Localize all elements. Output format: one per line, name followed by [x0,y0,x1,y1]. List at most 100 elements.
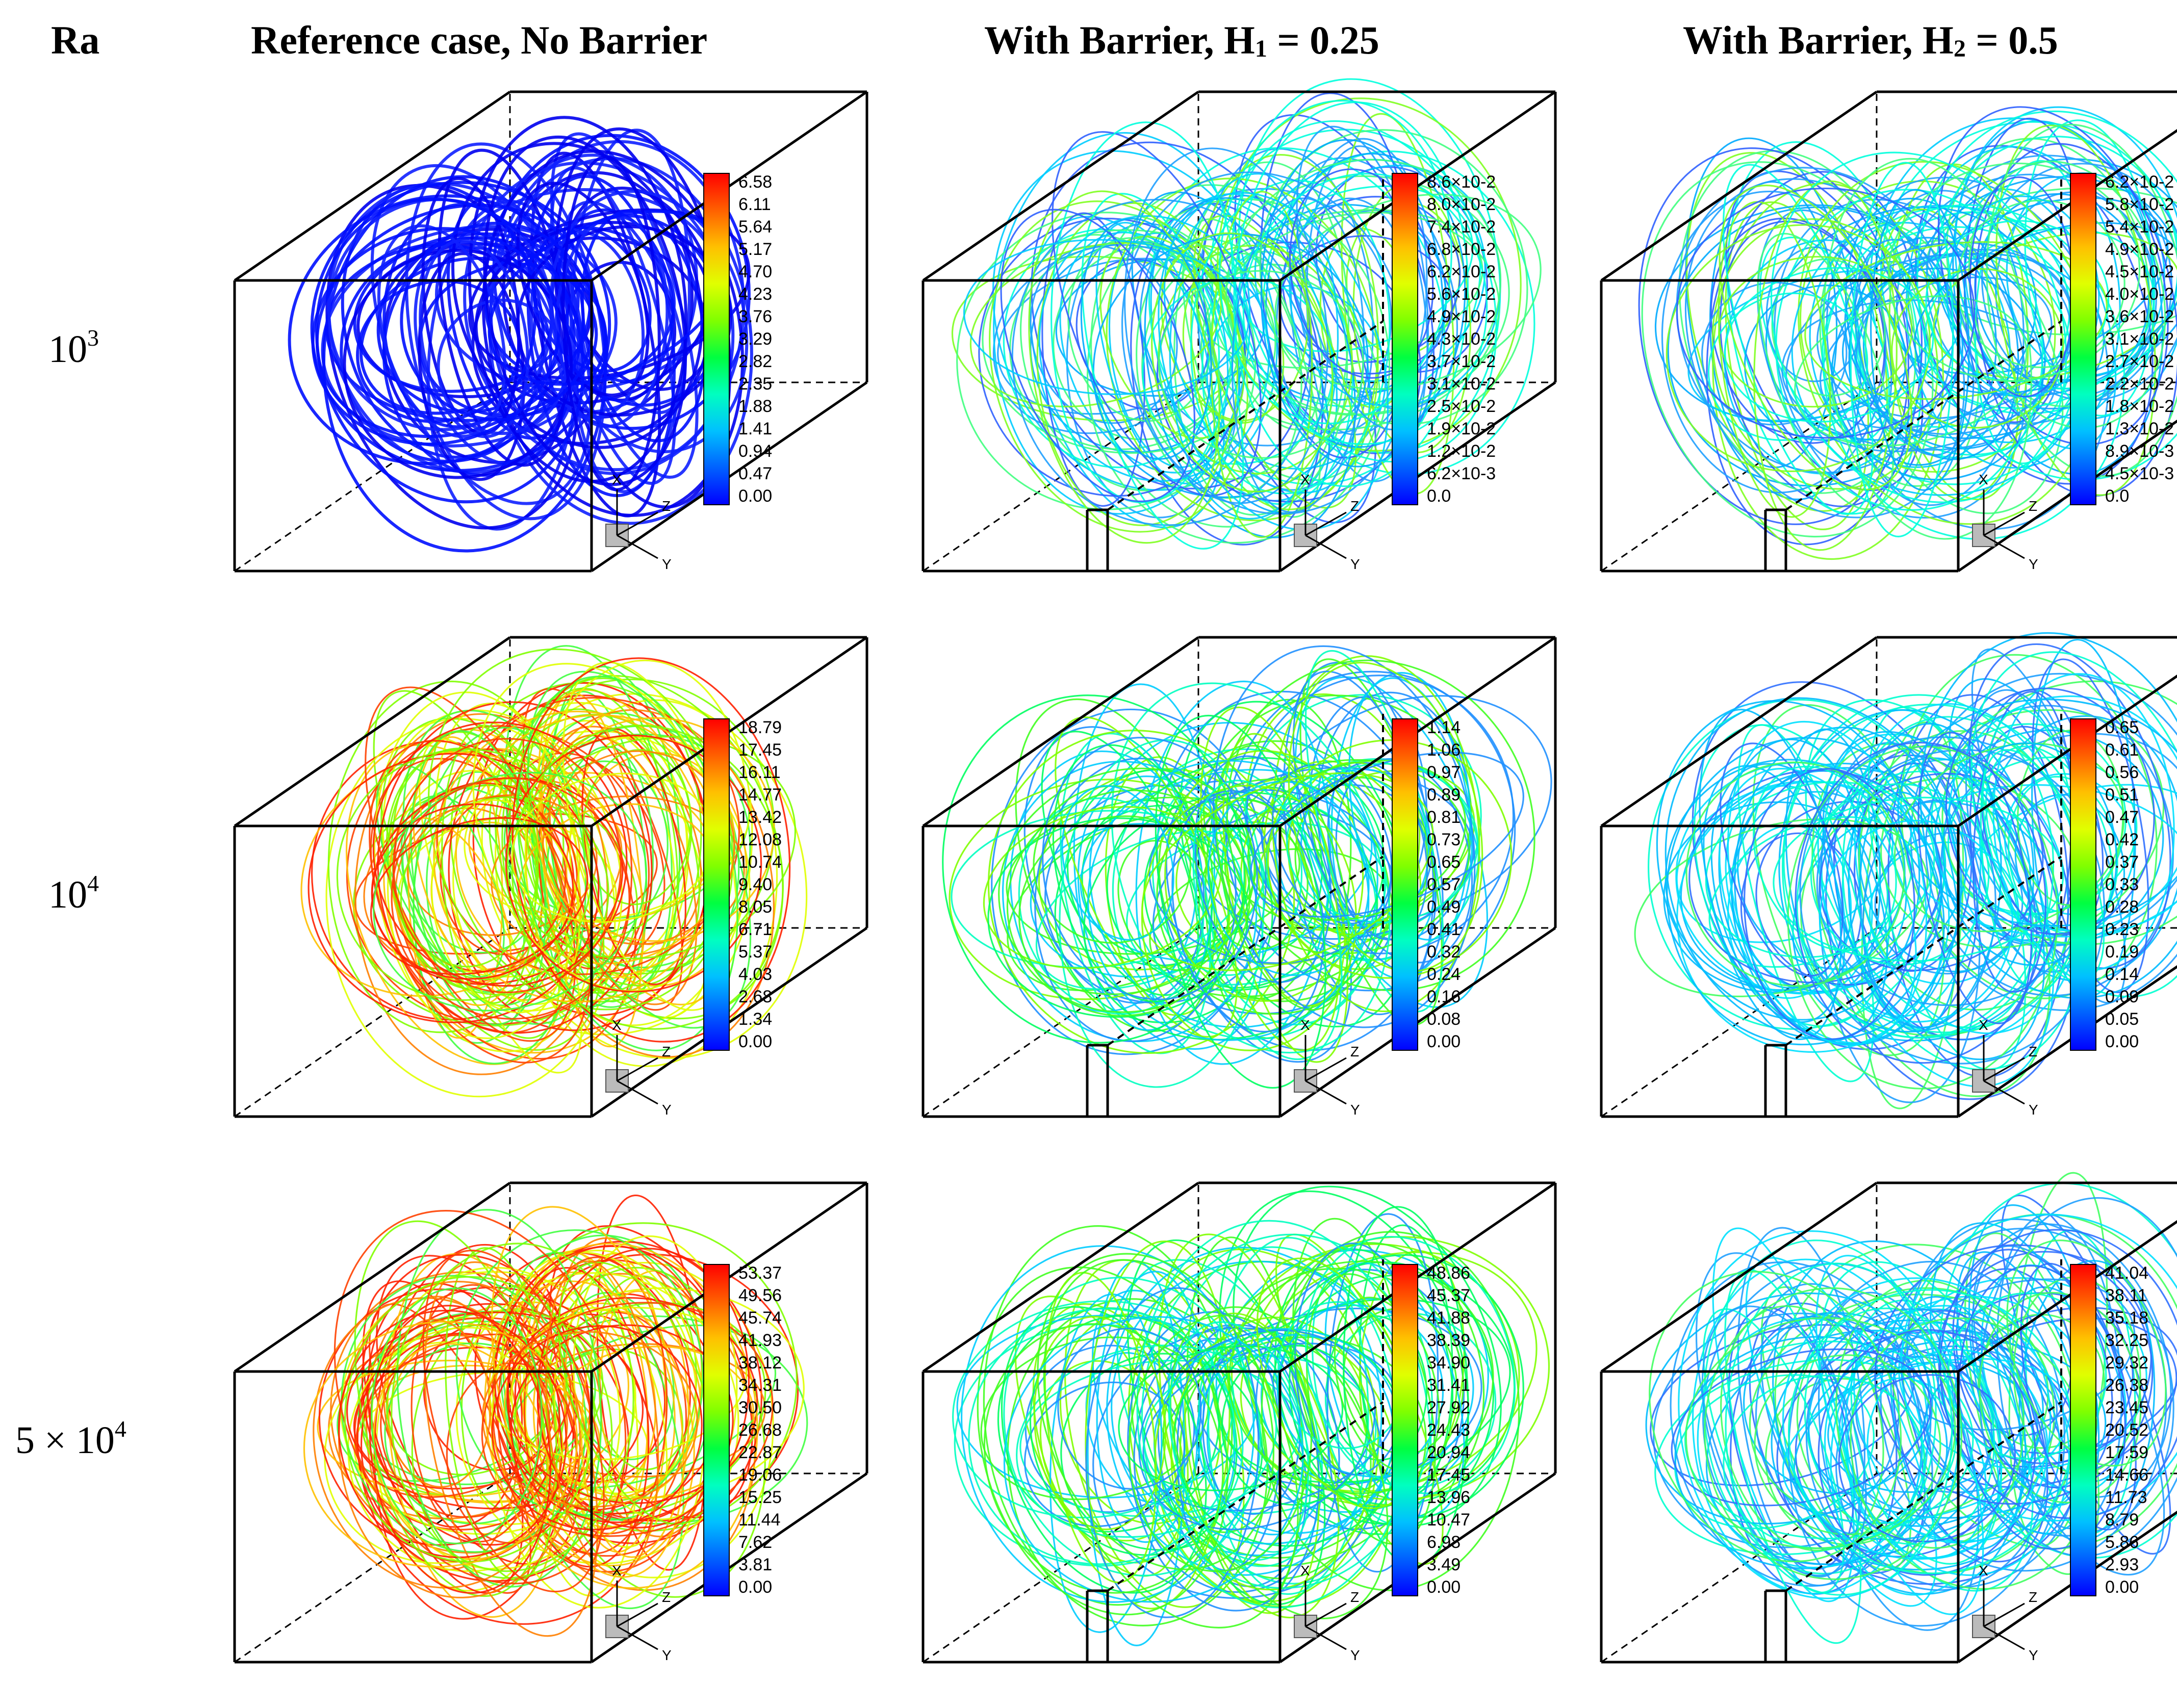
colorbar-tick-label: 12.08 [738,830,782,849]
colorbar-tick-label: 17.59 [2105,1443,2149,1462]
colorbar-tick-label: 0.00 [1427,1577,1461,1597]
ra-label-row2: 104 [48,870,99,916]
axis-label-x: X [1300,1017,1310,1033]
colorbar-tick-label: 3.76 [738,307,773,326]
axis-label-x: X [612,1017,622,1033]
colorbar-tick-label: 7.4×10-2 [1427,217,1496,237]
colorbar-tick-label: 0.37 [2105,852,2139,872]
colorbar-tick-label: 0.00 [738,1577,773,1597]
colorbar-tick-label: 6.2×10-3 [1427,464,1496,483]
axis-label-y: Y [662,556,672,572]
barrier-plate [1764,714,2062,1117]
cube-edges [233,1181,868,1664]
axis-label-y: Y [662,1102,672,1118]
ra-label-row1: 103 [48,325,99,371]
axis-label-z: Z [662,498,671,514]
axis-label-x: X [612,472,622,487]
colorbar-tick-label: 23.45 [2105,1398,2149,1417]
streamlines [1645,1172,2177,1644]
colorbar-tick-label: 0.16 [1427,987,1461,1006]
streamline-plot: XZY [1600,90,2177,573]
axis-label-z: Z [1350,498,1359,514]
colorbar-tick-label: 16.11 [738,763,781,782]
axis-label-x: X [612,1563,622,1578]
colorbar-tick-label: 0.0 [2105,486,2130,506]
colorbar-tick-label: 0.08 [1427,1010,1461,1029]
cube-hidden-edges [234,637,867,1118]
axis-triad: XZY [1972,1017,2038,1118]
colorbar-tick-label: 11.44 [738,1510,781,1530]
colorbar-tick-label: 7.62 [738,1533,773,1552]
colorbar-tick-label: 17.45 [1427,1465,1471,1485]
colorbar-tick-label: 2.5×10-2 [1427,397,1496,416]
colorbar-tick-label: 30.50 [738,1398,782,1417]
colorbar-tick-label: 10.74 [738,852,782,872]
colorbar [703,718,730,1051]
colorbar-tick-label: 27.92 [1427,1398,1471,1417]
colorbar-tick-label: 3.1×10-2 [1427,374,1496,394]
colorbar-tick-label: 0.41 [1427,920,1461,939]
colorbar-tick-label: 1.2×10-2 [1427,442,1496,461]
colorbar-tick-label: 5.17 [738,240,773,259]
axis-label-x: X [1979,1563,1988,1578]
colorbar-tick-label: 0.00 [2105,1032,2139,1051]
streamline-plot: XZY [233,1181,868,1664]
colorbar-tick-label: 1.9×10-2 [1427,419,1496,438]
axis-triad: XZY [1294,472,1360,572]
colorbar-tick-label: 8.0×10-2 [1427,195,1496,214]
colorbar-tick-label: 1.06 [1427,740,1461,760]
barrier-plate [1764,178,2062,571]
axis-triad: X Z Y [605,472,672,572]
colorbar-tick-label: 5.37 [738,942,773,962]
barrier-plate [1086,714,1384,1117]
colorbar [1392,173,1418,505]
header-barrier-h2: With Barrier, H2 = 0.5 [1683,18,2058,62]
colorbar-tick-label: 24.43 [1427,1420,1471,1440]
axis-label-y: Y [1350,1102,1360,1118]
cube-edges [233,636,868,1118]
colorbar-tick-label: 38.12 [738,1353,782,1373]
colorbar-tick-label: 38.39 [1427,1331,1471,1350]
colorbar-tick-label: 14.66 [2105,1465,2149,1485]
colorbar-tick-label: 2.7×10-2 [2105,352,2174,371]
axis-triad: XZY [1972,1563,2038,1663]
colorbar-tick-label: 0.51 [2105,785,2139,805]
colorbar-tick-label: 4.70 [738,262,773,281]
barrier-plate [1764,1259,2062,1662]
colorbar-tick-label: 0.0 [1427,486,1451,506]
colorbar-tick-label: 31.41 [1427,1376,1471,1395]
streamlines [303,1194,808,1637]
colorbar-tick-label: 0.00 [738,1032,773,1051]
header-barrier-h1: With Barrier, H1 = 0.25 [984,18,1379,62]
cube-hidden-edges [923,637,1555,1118]
header-reference-case: Reference case, No Barrier [251,18,708,62]
colorbar-tick-label: 5.8×10-2 [2105,195,2174,214]
colorbar [703,173,730,505]
colorbar-tick-label: 2.68 [738,987,773,1006]
colorbar-tick-label: 4.3×10-2 [1427,329,1496,349]
axis-label-z: Z [1350,1044,1359,1059]
colorbar-tick-label: 6.8×10-2 [1427,240,1496,259]
colorbar-tick-label: 13.42 [738,808,782,827]
colorbar-tick-label: 14.77 [738,785,782,805]
axis-triad: XZY [605,1563,672,1663]
colorbar-tick-label: 0.05 [2105,1010,2139,1029]
colorbar-tick-label: 5.86 [2105,1533,2139,1552]
axis-triad: XZY [1294,1563,1360,1663]
colorbar-tick-label: 26.38 [2105,1376,2149,1395]
colorbar-tick-label: 0.89 [1427,785,1461,805]
colorbar-tick-label: 8.05 [738,897,773,917]
colorbar-tick-label: 1.14 [1427,718,1461,737]
colorbar-tick-label: 0.00 [2105,1577,2139,1597]
colorbar-tick-label: 6.11 [738,195,771,214]
axis-label-x: X [1300,1563,1310,1578]
colorbar [1392,718,1418,1051]
colorbar-tick-label: 0.23 [2105,920,2139,939]
streamline-plot: XZY [921,78,1557,573]
colorbar-tick-label: 34.31 [738,1376,782,1395]
colorbar-tick-label: 20.94 [1427,1443,1471,1462]
axis-label-z: Z [1350,1589,1359,1605]
